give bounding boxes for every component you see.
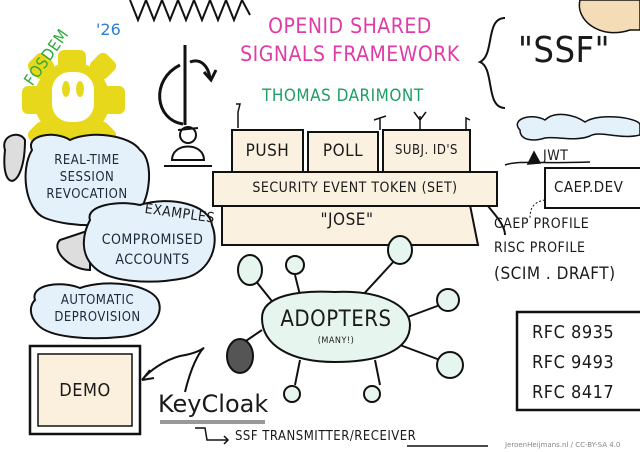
demo-label: Demo [59,380,111,401]
arrow-icon [141,347,205,393]
openid-logo-icon [158,45,218,126]
keycloak-label: KeyCloak [158,390,269,418]
set-label: Security Event Token (SET) [252,180,458,196]
keycloak-role-receiver: Receiver [354,429,417,444]
push-label: Push [245,141,290,161]
arrow-icon [195,427,230,445]
cloud-decoration [516,113,640,141]
rfc-item: RFC 8417 [532,382,615,403]
iceberg-icon [504,150,591,166]
rfc-box [515,310,640,412]
example-item: Automatic Deprovision [54,293,141,325]
profile-item: RISC Profile [494,240,586,256]
credit: JeroenHeijmans.nl / CC-BY-SA 4.0 [505,441,621,449]
brace-decoration [477,17,506,109]
speaker-name: Thomas Darimont [262,86,424,106]
talk-title-line1: OpenID Shared [268,14,432,38]
rfc-item: RFC 8935 [532,322,615,343]
example-item: Real-Time Session Revocation [46,153,128,202]
person-icon [164,126,212,167]
adopters-label: Adopters [280,307,392,332]
profile-item: CAEP Profile [494,216,590,232]
poll-label: Poll [322,141,364,161]
adopters-sub: (Many!) [317,336,355,346]
fosdem-year: '26 [96,20,121,39]
keycloak-role: SSF Transmitter/Receiver [235,429,416,444]
keycloak-role-prefix: SSF Transmitter/ [235,429,355,444]
profile-item: (SCIM . Draft) [494,264,616,284]
jwt-label: JWT [543,148,569,164]
caep-dev-box [544,167,640,209]
zigzag-decoration [129,0,251,23]
example-item: Compromised Accounts [101,232,204,268]
subject-ids-label: Subj. ID's [395,143,458,158]
jose-label: "JOSE" [320,210,374,230]
example-clouds [3,133,216,340]
adopters-mindmap [226,235,464,403]
protocol-stack-drawing [212,103,506,246]
talk-title-line2: Signals Framework [240,42,460,66]
rfc-item: RFC 9493 [532,352,615,373]
ssf-abbreviation: "SSF" [518,30,611,71]
caep-dev-label: CAEP.DEV [554,178,624,196]
cloud-decoration [578,0,640,34]
